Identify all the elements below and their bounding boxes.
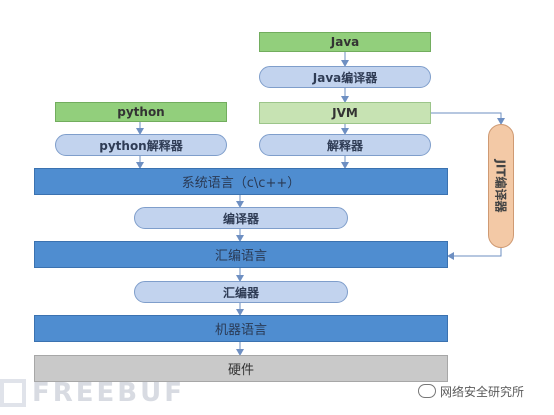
system-language-layer: 系统语言（c\c++） (34, 168, 448, 195)
freebuf-watermark: FREEBUF (0, 376, 230, 410)
hardware-layer: 硬件 (34, 355, 448, 382)
assembler-pill: 汇编器 (134, 281, 348, 303)
assembly-language-layer: 汇编语言 (34, 241, 448, 268)
arrow-jit-to-assembly (447, 248, 502, 260)
machine-language-layer: 机器语言 (34, 315, 448, 342)
compiler-pill: 编译器 (134, 207, 348, 229)
arrow-jvm-to-jit (430, 112, 505, 125)
interpreter-pill: 解释器 (259, 134, 431, 156)
wechat-watermark: 网络安全研究所 (418, 380, 524, 402)
java-compiler-pill: Java编译器 (259, 66, 431, 88)
jit-compiler-pill: JIT编译器 (488, 124, 514, 248)
python-interpreter-pill: python解释器 (55, 134, 227, 156)
jit-label: JIT编译器 (493, 159, 508, 213)
java-box: Java (259, 32, 431, 52)
freebuf-text: FREEBUF (32, 378, 185, 408)
python-box: python (55, 102, 227, 122)
jvm-box: JVM (259, 102, 431, 124)
wechat-text: 网络安全研究所 (440, 384, 525, 399)
wechat-icon (418, 384, 436, 398)
freebuf-logo-icon (0, 379, 26, 407)
